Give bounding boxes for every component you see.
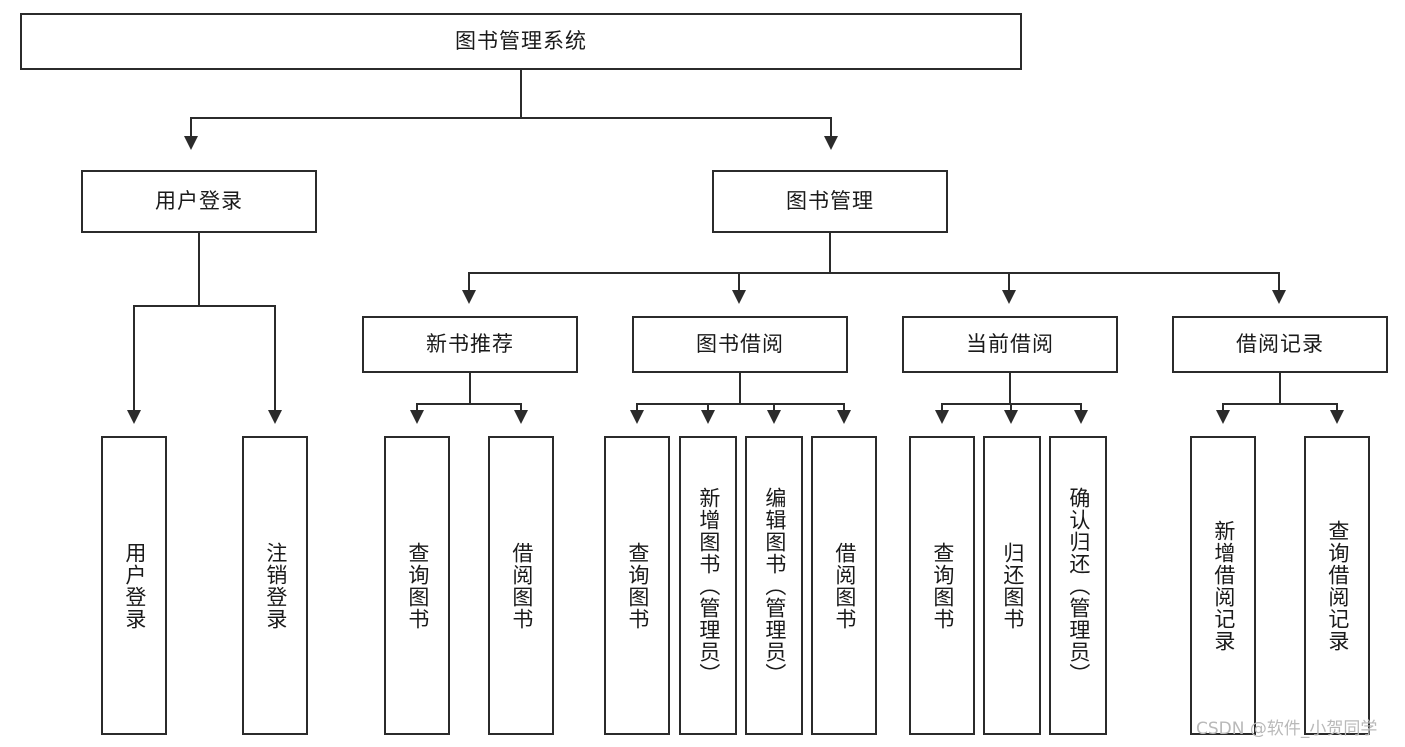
- edge-book-manage-down: [829, 233, 831, 273]
- edge-user-login-bus: [133, 305, 276, 307]
- leaf-add-book-label: 新增图书（管理员）: [696, 486, 721, 685]
- arrowhead-book-borrow: [732, 290, 746, 304]
- arrowhead-book-manage: [824, 136, 838, 150]
- edge-user-login-branch-1: [133, 305, 135, 412]
- edge-current-borrow-down: [1009, 373, 1011, 404]
- arrowhead-current-borrow: [1002, 290, 1016, 304]
- edge-root-to-book-manage: [830, 117, 832, 139]
- node-book-borrow[interactable]: 图书借阅: [632, 316, 848, 373]
- edge-current-borrow-branch-1: [941, 403, 943, 412]
- edge-book-borrow-down: [739, 373, 741, 404]
- leaf-return-book-label: 归还图书: [1000, 541, 1025, 630]
- edge-book-borrow-branch-3: [773, 403, 775, 412]
- edge-user-login-branch-2: [274, 305, 276, 412]
- leaf-query-book-2-label: 查询图书: [625, 541, 650, 630]
- edge-borrow-record-branch-1: [1222, 403, 1224, 412]
- node-current-borrow[interactable]: 当前借阅: [902, 316, 1118, 373]
- edge-book-borrow-branch-2: [707, 403, 709, 412]
- leaf-query-book-3-label: 查询图书: [930, 541, 955, 630]
- edge-borrow-record-down: [1279, 373, 1281, 404]
- arrowhead-new-book-rec: [462, 290, 476, 304]
- leaf-borrow-book-2-label: 借阅图书: [832, 541, 857, 630]
- arrowhead-leaf-user-login: [127, 410, 141, 424]
- arrowhead-borrow-record: [1272, 290, 1286, 304]
- node-book-borrow-label: 图书借阅: [696, 331, 784, 356]
- node-user-login-label: 用户登录: [155, 188, 243, 213]
- edge-new-book-rec-down: [469, 373, 471, 404]
- arrowhead-leaf-edit-book: [767, 410, 781, 424]
- leaf-confirm-return[interactable]: 确认归还（管理员）: [1049, 436, 1107, 735]
- leaf-logout-label: 注销登录: [263, 541, 288, 630]
- leaf-add-record[interactable]: 新增借阅记录: [1190, 436, 1256, 735]
- leaf-query-book-1-label: 查询图书: [405, 541, 430, 630]
- arrowhead-leaf-query-book-2: [630, 410, 644, 424]
- arrowhead-leaf-add-record: [1216, 410, 1230, 424]
- edge-root-bus: [190, 117, 832, 119]
- arrowhead-leaf-logout: [268, 410, 282, 424]
- edge-book-manage-branch-3: [1008, 272, 1010, 292]
- leaf-edit-book[interactable]: 编辑图书（管理员）: [745, 436, 803, 735]
- edge-book-manage-branch-1: [468, 272, 470, 292]
- edge-current-borrow-branch-2: [1010, 403, 1012, 412]
- leaf-query-book-1[interactable]: 查询图书: [384, 436, 450, 735]
- edge-new-book-rec-branch-2: [520, 403, 522, 412]
- leaf-query-book-3[interactable]: 查询图书: [909, 436, 975, 735]
- arrowhead-leaf-add-book: [701, 410, 715, 424]
- node-user-login[interactable]: 用户登录: [81, 170, 317, 233]
- leaf-logout[interactable]: 注销登录: [242, 436, 308, 735]
- leaf-query-record[interactable]: 查询借阅记录: [1304, 436, 1370, 735]
- node-borrow-record[interactable]: 借阅记录: [1172, 316, 1388, 373]
- arrowhead-user-login: [184, 136, 198, 150]
- node-new-book-rec-label: 新书推荐: [426, 331, 514, 356]
- edge-user-login-down: [198, 233, 200, 306]
- leaf-user-login-label: 用户登录: [122, 541, 147, 630]
- leaf-query-book-2[interactable]: 查询图书: [604, 436, 670, 735]
- arrowhead-leaf-query-book-1: [410, 410, 424, 424]
- arrowhead-leaf-return-book: [1004, 410, 1018, 424]
- edge-new-book-rec-bus: [416, 403, 522, 405]
- leaf-query-record-label: 查询借阅记录: [1325, 519, 1350, 652]
- edge-root-down: [520, 70, 522, 118]
- node-borrow-record-label: 借阅记录: [1236, 331, 1324, 356]
- edge-current-borrow-branch-3: [1080, 403, 1082, 412]
- node-book-manage[interactable]: 图书管理: [712, 170, 948, 233]
- edge-root-to-user-login: [190, 117, 192, 139]
- arrowhead-leaf-query-book-3: [935, 410, 949, 424]
- edge-borrow-record-bus: [1222, 403, 1338, 405]
- leaf-return-book[interactable]: 归还图书: [983, 436, 1041, 735]
- leaf-edit-book-label: 编辑图书（管理员）: [762, 486, 787, 685]
- leaf-borrow-book-2[interactable]: 借阅图书: [811, 436, 877, 735]
- leaf-user-login[interactable]: 用户登录: [101, 436, 167, 735]
- leaf-borrow-book-1-label: 借阅图书: [509, 541, 534, 630]
- arrowhead-leaf-confirm-return: [1074, 410, 1088, 424]
- arrowhead-leaf-borrow-book-2: [837, 410, 851, 424]
- node-root[interactable]: 图书管理系统: [20, 13, 1022, 70]
- node-book-manage-label: 图书管理: [786, 188, 874, 213]
- edge-new-book-rec-branch-1: [416, 403, 418, 412]
- edge-book-manage-branch-2: [738, 272, 740, 292]
- node-new-book-rec[interactable]: 新书推荐: [362, 316, 578, 373]
- edge-book-borrow-branch-4: [843, 403, 845, 412]
- edge-book-borrow-bus: [636, 403, 845, 405]
- arrowhead-leaf-query-record: [1330, 410, 1344, 424]
- leaf-confirm-return-label: 确认归还（管理员）: [1066, 486, 1091, 685]
- edge-book-manage-branch-4: [1278, 272, 1280, 292]
- node-root-label: 图书管理系统: [455, 28, 587, 53]
- node-current-borrow-label: 当前借阅: [966, 331, 1054, 356]
- leaf-add-book[interactable]: 新增图书（管理员）: [679, 436, 737, 735]
- leaf-add-record-label: 新增借阅记录: [1211, 519, 1236, 652]
- csdn-watermark: CSDN @软件_小贺同学: [1196, 719, 1378, 739]
- edge-book-borrow-branch-1: [636, 403, 638, 412]
- edge-book-manage-bus: [468, 272, 1280, 274]
- arrowhead-leaf-borrow-book-1: [514, 410, 528, 424]
- edge-borrow-record-branch-2: [1336, 403, 1338, 412]
- leaf-borrow-book-1[interactable]: 借阅图书: [488, 436, 554, 735]
